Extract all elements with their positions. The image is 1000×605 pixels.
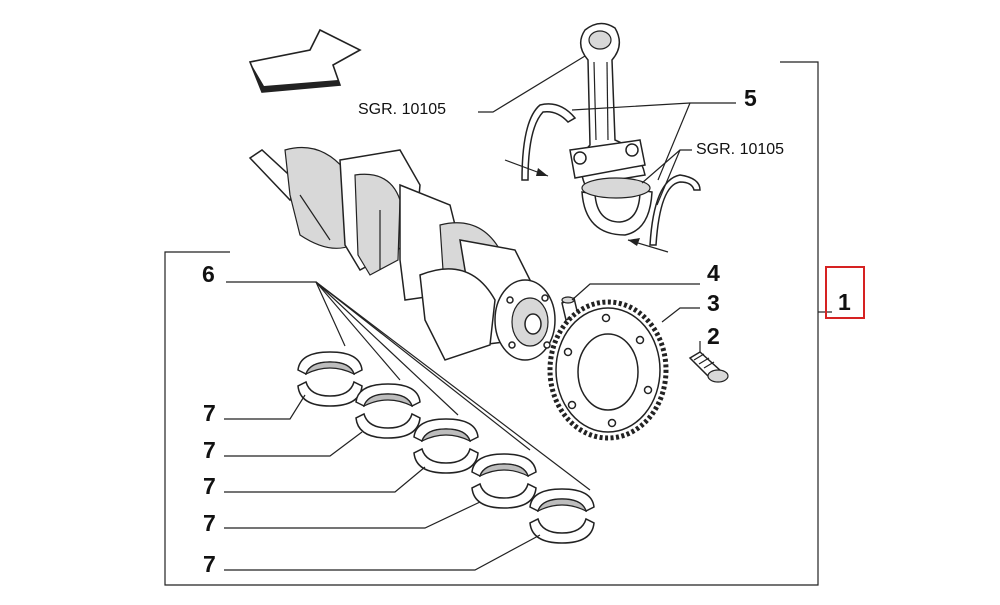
callout-7: 7 [203,551,216,577]
reference-label: SGR. 10105 [696,141,784,158]
leader-lines [224,55,736,571]
callout-7: 7 [203,510,216,536]
highlight-box [825,266,865,319]
connecting-rod [569,22,653,236]
reference-label: SGR. 10105 [358,101,446,118]
main-bearing-shells [297,351,595,544]
callout-1: 1 [838,289,851,315]
direction-arrow [248,28,362,93]
callout-7: 7 [203,400,216,426]
bolt [688,351,729,383]
callout-7: 7 [203,473,216,499]
callout-4: 4 [707,260,720,286]
timing-gear [547,299,669,441]
callout-5: 5 [744,85,757,111]
callout-3: 3 [707,290,720,316]
callout-2: 2 [707,323,720,349]
callout-6: 6 [202,261,215,287]
callout-7: 7 [203,437,216,463]
crankshaft [248,146,556,361]
